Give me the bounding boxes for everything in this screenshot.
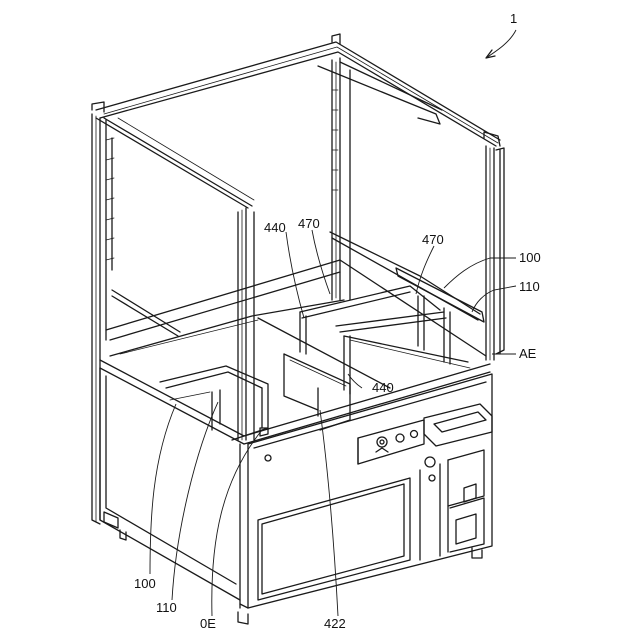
- lower-cabinet: [100, 368, 492, 624]
- label-440-mid: 440: [372, 380, 394, 395]
- right-side-frame: [486, 146, 504, 360]
- left-side-frame: [92, 114, 180, 524]
- label-470-left: 470: [298, 216, 320, 231]
- assembly-leader: [486, 30, 516, 58]
- upper-frame: [92, 34, 500, 300]
- label-422: 422: [324, 616, 346, 631]
- label-100-bottom: 100: [134, 576, 156, 591]
- label-AE: AE: [519, 346, 537, 361]
- label-470-right: 470: [422, 232, 444, 247]
- pusher-assembly: [300, 232, 484, 394]
- label-110-bottom: 110: [156, 600, 177, 615]
- assembly-arrowhead: [486, 50, 495, 58]
- label-110-right: 110: [519, 279, 540, 294]
- label-100-right: 100: [519, 250, 541, 265]
- load-trays: [160, 354, 350, 440]
- label-440-top: 440: [264, 220, 286, 235]
- label-0E: 0E: [200, 616, 216, 631]
- reference-labels: 100 110 AE 470 470 440 440 100 110 0E 42…: [134, 216, 541, 631]
- assembly-number-label: 1: [510, 11, 517, 26]
